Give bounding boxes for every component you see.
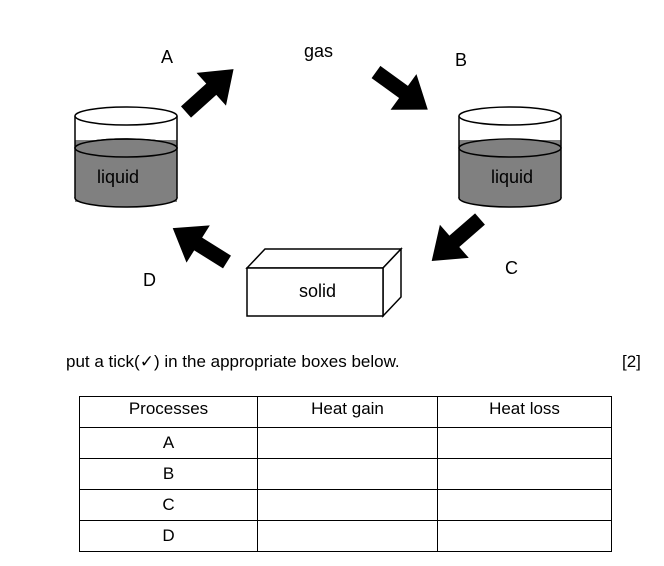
table-row: D xyxy=(79,520,612,552)
left-beaker xyxy=(74,106,178,208)
process-cell: D xyxy=(79,520,258,552)
marks-label: [2] xyxy=(622,352,641,371)
answer-table: Processes Heat gain Heat loss A B C D xyxy=(79,396,612,552)
liquid-left-label: liquid xyxy=(97,167,140,187)
arrow-d xyxy=(172,225,231,269)
header-processes: Processes xyxy=(79,396,258,428)
heat-gain-cell[interactable] xyxy=(257,489,438,521)
header-heat-gain: Heat gain xyxy=(257,396,438,428)
process-cell: C xyxy=(79,489,258,521)
process-cell: A xyxy=(79,427,258,459)
table-header-row: Processes Heat gain Heat loss xyxy=(79,396,612,428)
table-row: B xyxy=(79,458,612,490)
instruction-text: put a tick(✓) in the appropriate boxes b… xyxy=(66,352,400,371)
table-row: C xyxy=(79,489,612,521)
process-b-label: B xyxy=(455,50,468,70)
process-c-label: C xyxy=(505,258,518,278)
arrow-b xyxy=(371,65,428,110)
arrow-c xyxy=(431,213,485,261)
heat-loss-cell[interactable] xyxy=(437,520,612,552)
header-heat-loss: Heat loss xyxy=(437,396,612,428)
arrow-a xyxy=(180,69,234,118)
solid-label: solid xyxy=(299,281,337,301)
process-cell: B xyxy=(79,458,258,490)
heat-loss-cell[interactable] xyxy=(437,427,612,459)
process-a-label: A xyxy=(161,47,174,67)
liquid-right-label: liquid xyxy=(491,167,534,187)
heat-gain-cell[interactable] xyxy=(257,520,438,552)
heat-gain-cell[interactable] xyxy=(257,458,438,490)
right-beaker xyxy=(458,106,562,208)
gas-label: gas xyxy=(304,41,334,61)
heat-loss-cell[interactable] xyxy=(437,489,612,521)
table-row: A xyxy=(79,427,612,459)
solid-block xyxy=(245,247,403,318)
phase-change-diagram xyxy=(74,65,562,318)
process-d-label: D xyxy=(143,270,156,290)
heat-gain-cell[interactable] xyxy=(257,427,438,459)
heat-loss-cell[interactable] xyxy=(437,458,612,490)
